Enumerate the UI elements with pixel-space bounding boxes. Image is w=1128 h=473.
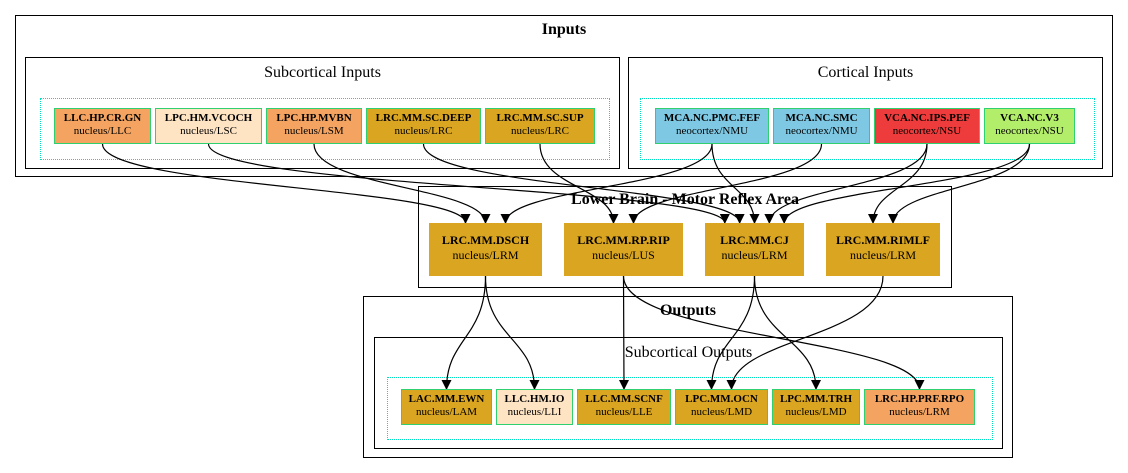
node-name: LPC.HM.VCOCH	[164, 112, 253, 124]
node-name: LRC.MM.RP.RIP	[577, 233, 670, 247]
node-llc-mm-scnf[interactable]: LLC.MM.SCNF nucleus/LLE	[577, 389, 671, 425]
edge-mca_nc_smc-to-lrc_mm_rp_rip	[628, 143, 823, 224]
edge-mca_nc_pmc_fef-to-lrc_mm_cj	[711, 143, 760, 224]
node-type: nucleus/LLI	[507, 406, 562, 418]
node-lrc-mm-dsch[interactable]: LRC.MM.DSCH nucleus/LRM	[429, 223, 542, 276]
node-type: nucleus/LSC	[180, 125, 237, 137]
node-name: LPC.MM.TRH	[779, 393, 853, 405]
subcortical-outputs-group	[387, 377, 993, 440]
edge-lrc_mm_dsch-to-llc_hm_io	[484, 275, 540, 390]
node-lrc-mm-rimlf[interactable]: LRC.MM.RIMLF nucleus/LRM	[826, 223, 940, 276]
edge-lpc_hm_vcoch-to-lrc_mm_cj	[207, 143, 730, 224]
node-name: LPC.MM.OCN	[685, 393, 758, 405]
node-name: LLC.HP.CR.GN	[63, 112, 142, 124]
inputs-title: Inputs	[541, 21, 587, 38]
edge-vca_nc_ips_pef-to-lrc_mm_rimlf	[868, 143, 928, 224]
node-type: neocortex/NSU	[892, 125, 962, 137]
node-name: LLC.MM.SCNF	[585, 393, 663, 405]
edge-lrc_mm_dsch-to-lac_mm_ewn	[441, 275, 487, 390]
node-type: nucleus/LRM	[452, 248, 519, 262]
subcortical-outputs-cluster: Subcortical Outputs	[374, 337, 1003, 449]
edge-lrc_mm_rp_rip-to-llc_mm_scnf	[618, 275, 629, 390]
node-name: MCA.NC.SMC	[785, 112, 858, 124]
node-vca-nc-v3[interactable]: VCA.NC.V3 neocortex/NSU	[984, 108, 1075, 144]
edge-vca_nc_ips_pef-to-lrc_mm_cj	[764, 143, 928, 224]
edge-lrc_mm_sc_deep-to-lrc_mm_cj	[422, 143, 745, 224]
node-lpc-hm-vcoch[interactable]: LPC.HM.VCOCH nucleus/LSC	[155, 108, 262, 144]
node-type: nucleus/LRM	[850, 248, 916, 262]
edge-lrc_mm_cj-to-lpc_mm_ocn	[706, 275, 756, 390]
subcortical-inputs-title: Subcortical Inputs	[264, 64, 381, 81]
node-vca-nc-ips-pef[interactable]: VCA.NC.IPS.PEF neocortex/NSU	[874, 108, 980, 144]
edge-lrc_mm_cj-to-lpc_mm_trh	[753, 275, 821, 390]
node-type: nucleus/LMD	[785, 406, 847, 418]
node-mca-nc-smc[interactable]: MCA.NC.SMC neocortex/NMU	[773, 108, 870, 144]
node-name: LLC.HM.IO	[504, 393, 565, 405]
node-name: LRC.MM.RIMLF	[836, 233, 930, 247]
node-type: neocortex/NMU	[675, 125, 749, 137]
edge-lrc_mm_rp_rip-to-lrc_hp_prf_rpo	[622, 275, 925, 390]
node-name: VCA.NC.V3	[1000, 112, 1059, 124]
node-lrc-mm-sc-sup[interactable]: LRC.MM.SC.SUP nucleus/LRC	[485, 108, 595, 144]
node-llc-hp-cr-gn[interactable]: LLC.HP.CR.GN nucleus/LLC	[54, 108, 151, 144]
subcortical-inputs-group	[40, 98, 610, 160]
node-type: nucleus/LRC	[510, 125, 570, 137]
node-type: nucleus/LRM	[889, 406, 950, 418]
node-type: nucleus/LLE	[595, 406, 653, 418]
edge-lrc_mm_sc_sup-to-lrc_mm_rp_rip	[539, 143, 619, 224]
subcortical-outputs-title: Subcortical Outputs	[624, 344, 753, 361]
node-type: nucleus/LAM	[415, 406, 478, 418]
node-name: LRC.MM.CJ	[720, 233, 789, 247]
node-type: nucleus/LMD	[690, 406, 753, 418]
node-type: nucleus/LRM	[721, 248, 788, 262]
subcortical-inputs-cluster: Subcortical Inputs	[25, 57, 620, 169]
edge-lpc_hp_mvbn-to-lrc_mm_dsch	[313, 143, 491, 224]
node-name: LRC.HP.PRF.RPO	[874, 393, 965, 405]
node-lac-mm-ewn[interactable]: LAC.MM.EWN nucleus/LAM	[401, 389, 492, 425]
node-llc-hm-io[interactable]: LLC.HM.IO nucleus/LLI	[496, 389, 573, 425]
edge-mca_nc_pmc_fef-to-lrc_mm_dsch	[500, 143, 713, 224]
node-type: neocortex/NMU	[785, 125, 858, 137]
node-lrc-mm-sc-deep[interactable]: LRC.MM.SC.DEEP nucleus/LRC	[366, 108, 481, 144]
node-lpc-mm-ocn[interactable]: LPC.MM.OCN nucleus/LMD	[675, 389, 768, 425]
node-name: LRC.MM.SC.SUP	[496, 112, 584, 124]
node-mca-nc-pmc-fef[interactable]: MCA.NC.PMC.FEF neocortex/NMU	[655, 108, 769, 144]
node-type: neocortex/NSU	[995, 125, 1064, 137]
cortical-inputs-title: Cortical Inputs	[817, 64, 914, 81]
node-name: MCA.NC.PMC.FEF	[663, 112, 761, 124]
node-name: VCA.NC.IPS.PEF	[884, 112, 970, 124]
cortical-inputs-cluster: Cortical Inputs	[628, 57, 1103, 169]
cortical-inputs-group	[640, 98, 1095, 160]
node-type: nucleus/LUS	[592, 248, 655, 262]
inputs-cluster: Inputs	[15, 15, 1113, 177]
edge-llc_hp_cr_gn-to-lrc_mm_dsch	[101, 143, 471, 224]
node-lrc-hp-prf-rpo[interactable]: LRC.HP.PRF.RPO nucleus/LRM	[864, 389, 975, 425]
node-name: LRC.MM.DSCH	[441, 233, 530, 247]
node-lpc-hp-mvbn[interactable]: LPC.HP.MVBN nucleus/LSM	[266, 108, 362, 144]
edge-lrc_mm_rimlf-to-lpc_mm_ocn	[726, 275, 884, 390]
node-type: nucleus/LLC	[73, 125, 132, 137]
node-name: LPC.HP.MVBN	[276, 112, 352, 124]
node-name: LRC.MM.SC.DEEP	[375, 112, 472, 124]
node-type: nucleus/LSM	[284, 125, 344, 137]
node-lrc-mm-rp-rip[interactable]: LRC.MM.RP.RIP nucleus/LUS	[564, 223, 683, 276]
node-lrc-mm-cj[interactable]: LRC.MM.CJ nucleus/LRM	[705, 223, 804, 276]
node-name: LAC.MM.EWN	[408, 393, 485, 405]
edge-vca_nc_v3-to-lrc_mm_cj	[779, 143, 1031, 224]
node-lpc-mm-trh[interactable]: LPC.MM.TRH nucleus/LMD	[772, 389, 860, 425]
edge-vca_nc_v3-to-lrc_mm_rimlf	[888, 143, 1031, 224]
node-type: nucleus/LRC	[394, 125, 453, 137]
